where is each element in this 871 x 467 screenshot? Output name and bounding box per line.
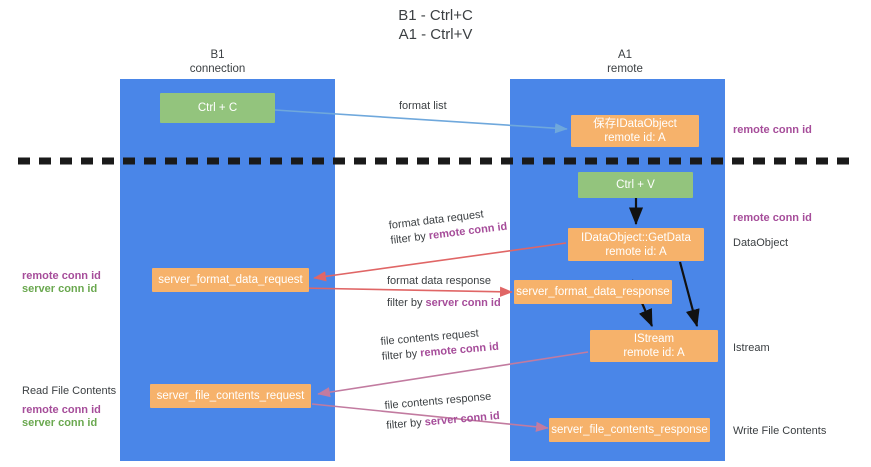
- box-server-file-contents-response[interactable]: server_file_contents_response: [549, 418, 710, 442]
- box-ctrl-c-label: Ctrl + C: [197, 102, 238, 114]
- side-label-left-remote-conn-id-bottom: remote conn id: [22, 404, 101, 416]
- arrow-getdata-to-istream: [678, 261, 700, 328]
- box-ctrl-v[interactable]: Ctrl + V: [578, 172, 693, 198]
- side-label-remote-conn-id-top: remote conn id: [733, 124, 812, 136]
- column-header-b1-name: B1: [210, 49, 225, 61]
- side-label-read-file-contents: Read File Contents: [22, 385, 117, 397]
- title-line-2: A1 - Ctrl+V: [398, 26, 473, 43]
- edge-label-fdresp-filter-prefix: filter by: [387, 297, 426, 309]
- box-ctrl-c[interactable]: Ctrl + C: [160, 93, 275, 123]
- box-server-format-data-request[interactable]: server_format_data_request: [152, 268, 309, 292]
- box-save-idataobject-line-1: 保存IDataObject: [593, 118, 677, 130]
- column-header-b1: B1 connection: [165, 48, 270, 76]
- arrow-file-contents-response: [311, 403, 549, 432]
- column-header-a1-role: remote: [607, 63, 643, 75]
- diagram-title: B1 - Ctrl+C A1 - Ctrl+V: [0, 6, 871, 44]
- edge-label-format-data-response-filter: filter by server conn id: [387, 296, 501, 311]
- box-istream-line-2: remote id: A: [623, 347, 685, 359]
- side-label-remote-conn-id-mid: remote conn id: [733, 212, 812, 224]
- box-ctrl-v-label: Ctrl + V: [616, 179, 655, 191]
- side-label-left-server-conn-id-mid: server conn id: [22, 283, 98, 295]
- box-istream-line-1: IStream: [633, 333, 675, 345]
- box-istream[interactable]: IStream remote id: A: [590, 330, 718, 362]
- column-header-b1-role: connection: [189, 63, 246, 75]
- box-server-format-data-request-label: server_format_data_request: [158, 274, 303, 286]
- box-save-idataobject-line-2: remote id: A: [604, 132, 666, 144]
- arrow-format-data-request: [313, 242, 567, 282]
- arrow-format-list: [274, 109, 568, 134]
- edge-label-format-data-response: format data response filter by server co…: [387, 274, 501, 311]
- side-label-dataobject: DataObject: [733, 237, 789, 249]
- side-label-istream: Istream: [733, 342, 770, 354]
- box-getdata-line-2: remote id: A: [605, 245, 667, 258]
- side-label-write-file-contents: Write File Contents: [733, 425, 827, 437]
- edge-label-fdresp-filter-key: server conn id: [425, 297, 501, 309]
- side-label-left-server-conn-id-bottom: server conn id: [22, 417, 98, 429]
- edge-label-format-list-text: format list: [399, 100, 447, 112]
- box-server-file-contents-request[interactable]: server_file_contents_request: [150, 384, 311, 408]
- box-idataobject-getdata[interactable]: IDataObject::GetData remote id: A: [568, 228, 704, 261]
- column-header-a1: A1 remote: [560, 48, 690, 76]
- arrow-file-contents-request: [317, 351, 589, 398]
- box-server-file-contents-response-label: server_file_contents_response: [551, 424, 708, 436]
- side-label-left-remote-conn-id-mid: remote conn id: [22, 270, 101, 282]
- edge-label-format-data-response-text: format data response: [387, 275, 491, 287]
- box-save-idataobject[interactable]: 保存IDataObject remote id: A: [571, 115, 699, 147]
- box-server-format-data-response[interactable]: server_format_data_response: [514, 280, 672, 304]
- box-server-file-contents-request-label: server_file_contents_request: [156, 390, 305, 402]
- edge-label-format-list: format list: [399, 99, 447, 114]
- column-header-a1-name: A1: [617, 49, 633, 61]
- title-line-1: B1 - Ctrl+C: [398, 7, 473, 24]
- arrow-format-data-response: [299, 286, 513, 297]
- box-getdata-line-1: IDataObject::GetData: [581, 231, 691, 244]
- box-server-format-data-response-label: server_format_data_response: [516, 286, 670, 298]
